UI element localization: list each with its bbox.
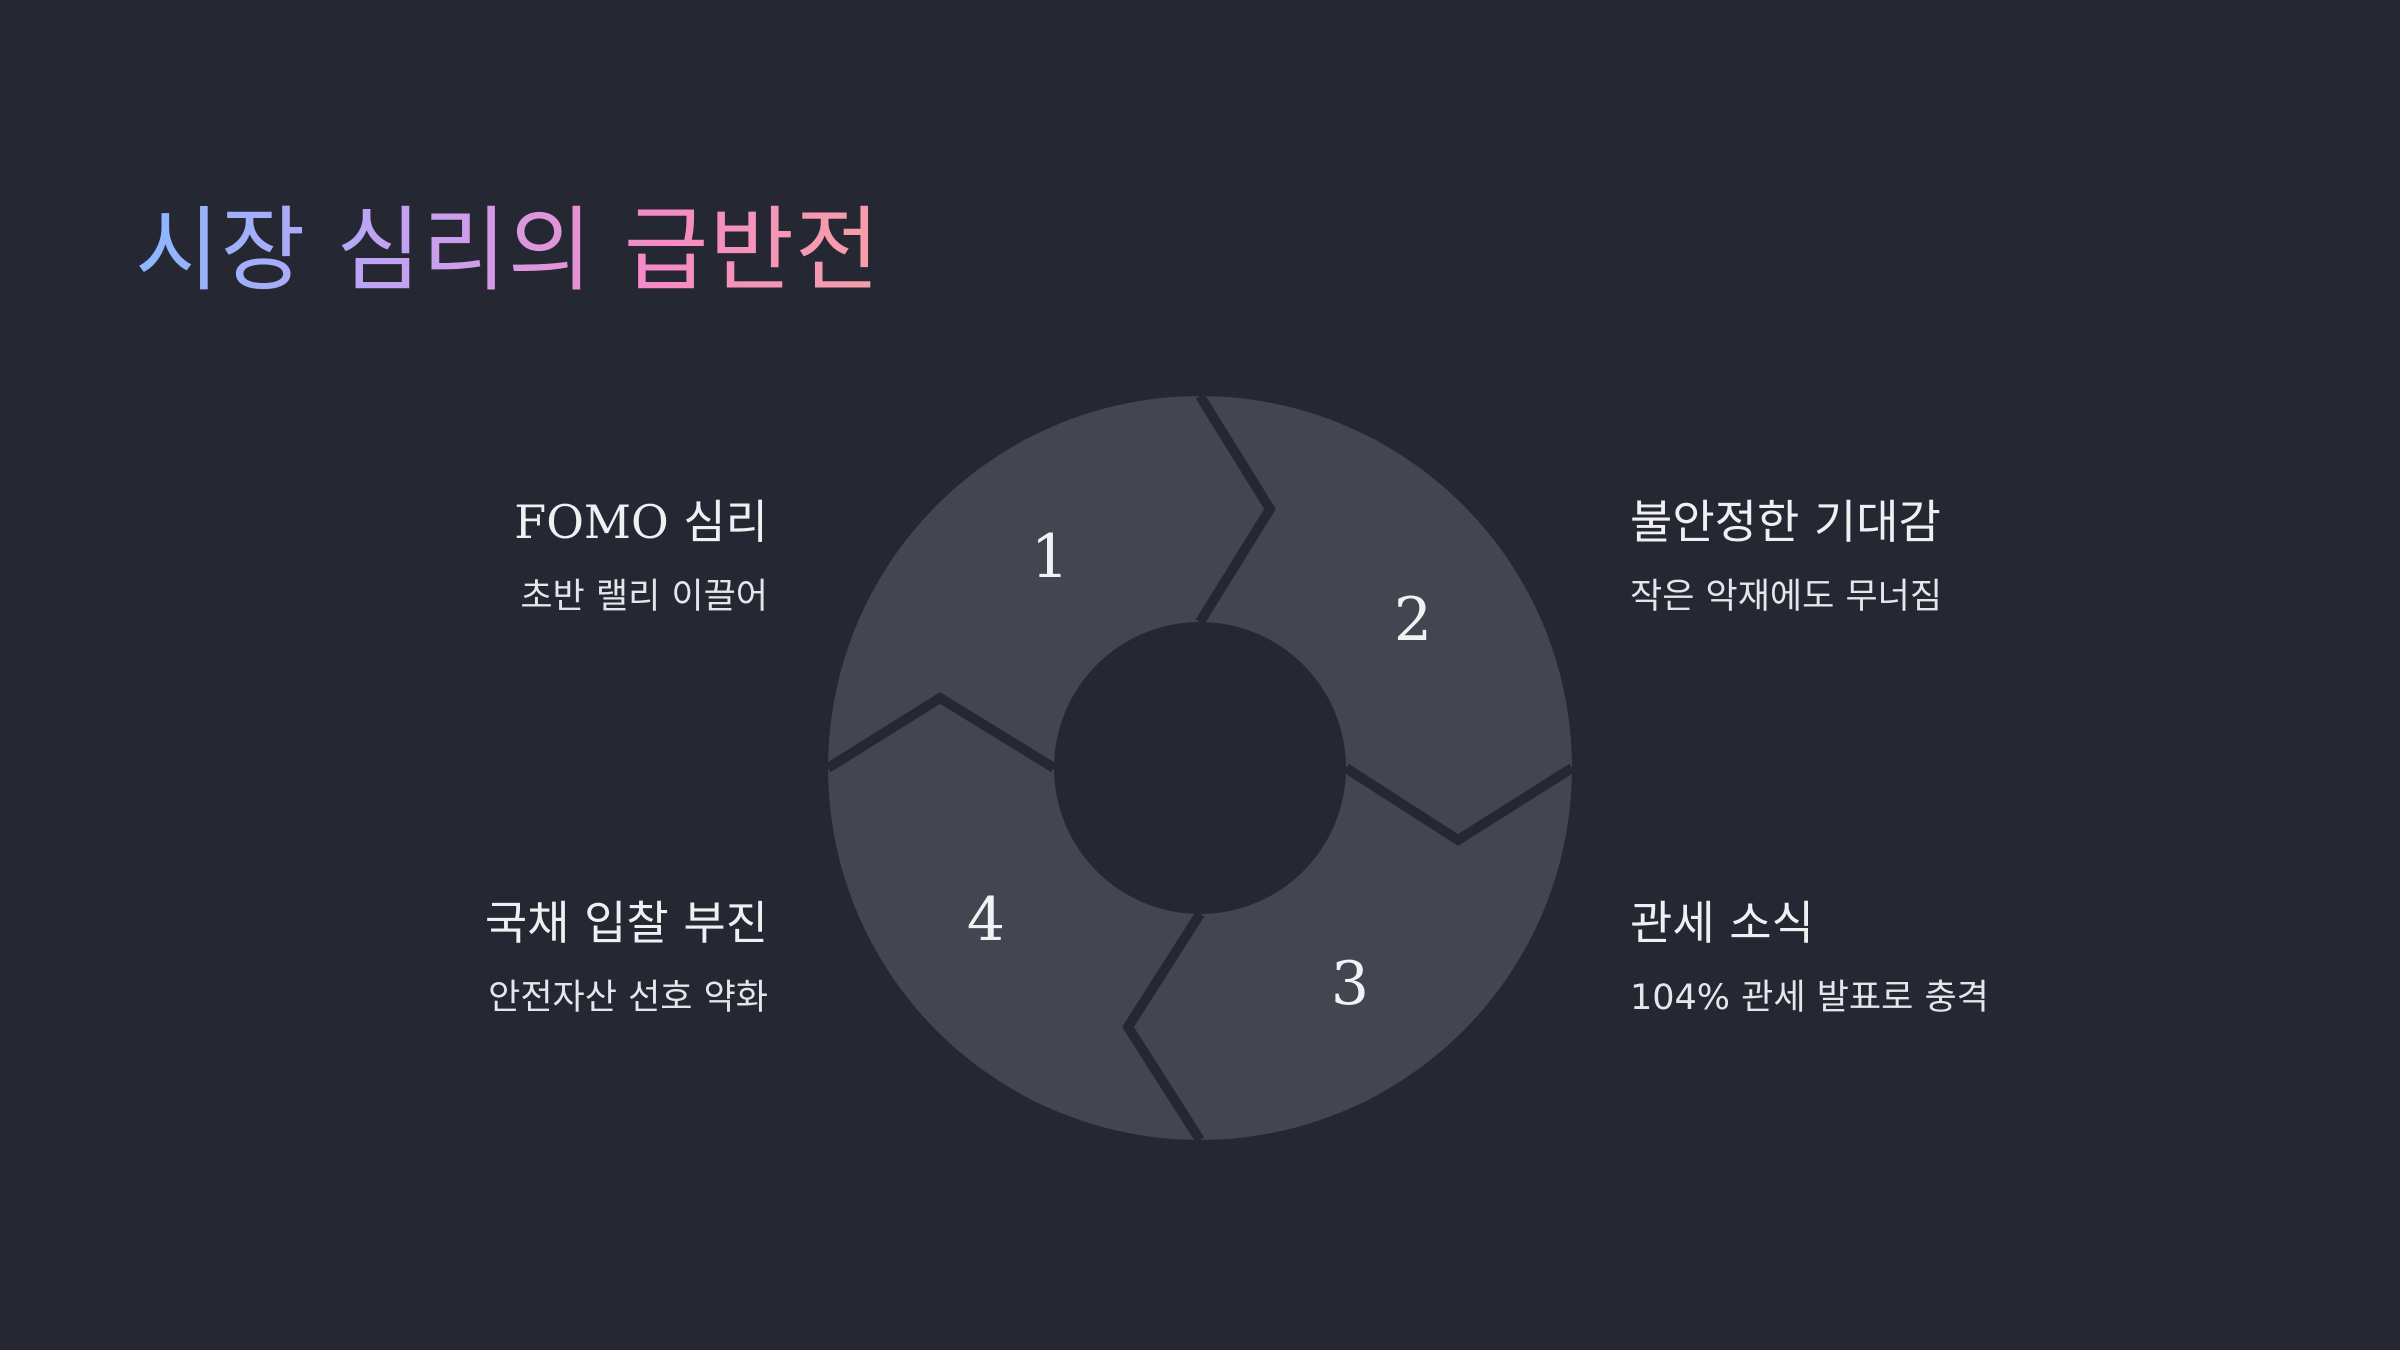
step-title-4: 국채 입찰 부진 <box>484 896 768 950</box>
step-title-1: FOMO 심리 <box>514 495 768 549</box>
separator-top <box>1195 393 1276 625</box>
step-label-1: FOMO 심리 초반 랠리 이끌어 <box>248 495 768 618</box>
step-label-2: 불안정한 기대감 작은 악재에도 무너짐 <box>1630 495 2150 618</box>
step-desc-1: 초반 랠리 이끌어 <box>520 577 768 618</box>
cycle-center <box>1054 622 1346 914</box>
step-number-1: 1 <box>1031 522 1069 592</box>
step-label-3: 관세 소식 104% 관세 발표로 충격 <box>1630 896 2150 1019</box>
step-desc-4: 안전자산 선호 약화 <box>488 978 768 1019</box>
separator-left <box>825 692 1057 773</box>
step-label-4: 국채 입찰 부진 안전자산 선호 약화 <box>248 896 768 1019</box>
step-desc-2: 작은 악재에도 무너짐 <box>1630 577 1943 618</box>
step-desc-3: 104% 관세 발표로 충격 <box>1630 978 1989 1019</box>
step-number-2: 2 <box>1394 585 1432 655</box>
step-title-3: 관세 소식 <box>1630 896 1814 950</box>
step-title-2: 불안정한 기대감 <box>1630 495 1941 549</box>
step-number-3: 3 <box>1331 949 1369 1019</box>
separator-right <box>1343 763 1575 846</box>
slide-title: 시장 심리의 급반전 <box>135 197 881 304</box>
separator-bottom <box>1122 911 1205 1143</box>
step-number-4: 4 <box>967 885 1005 955</box>
